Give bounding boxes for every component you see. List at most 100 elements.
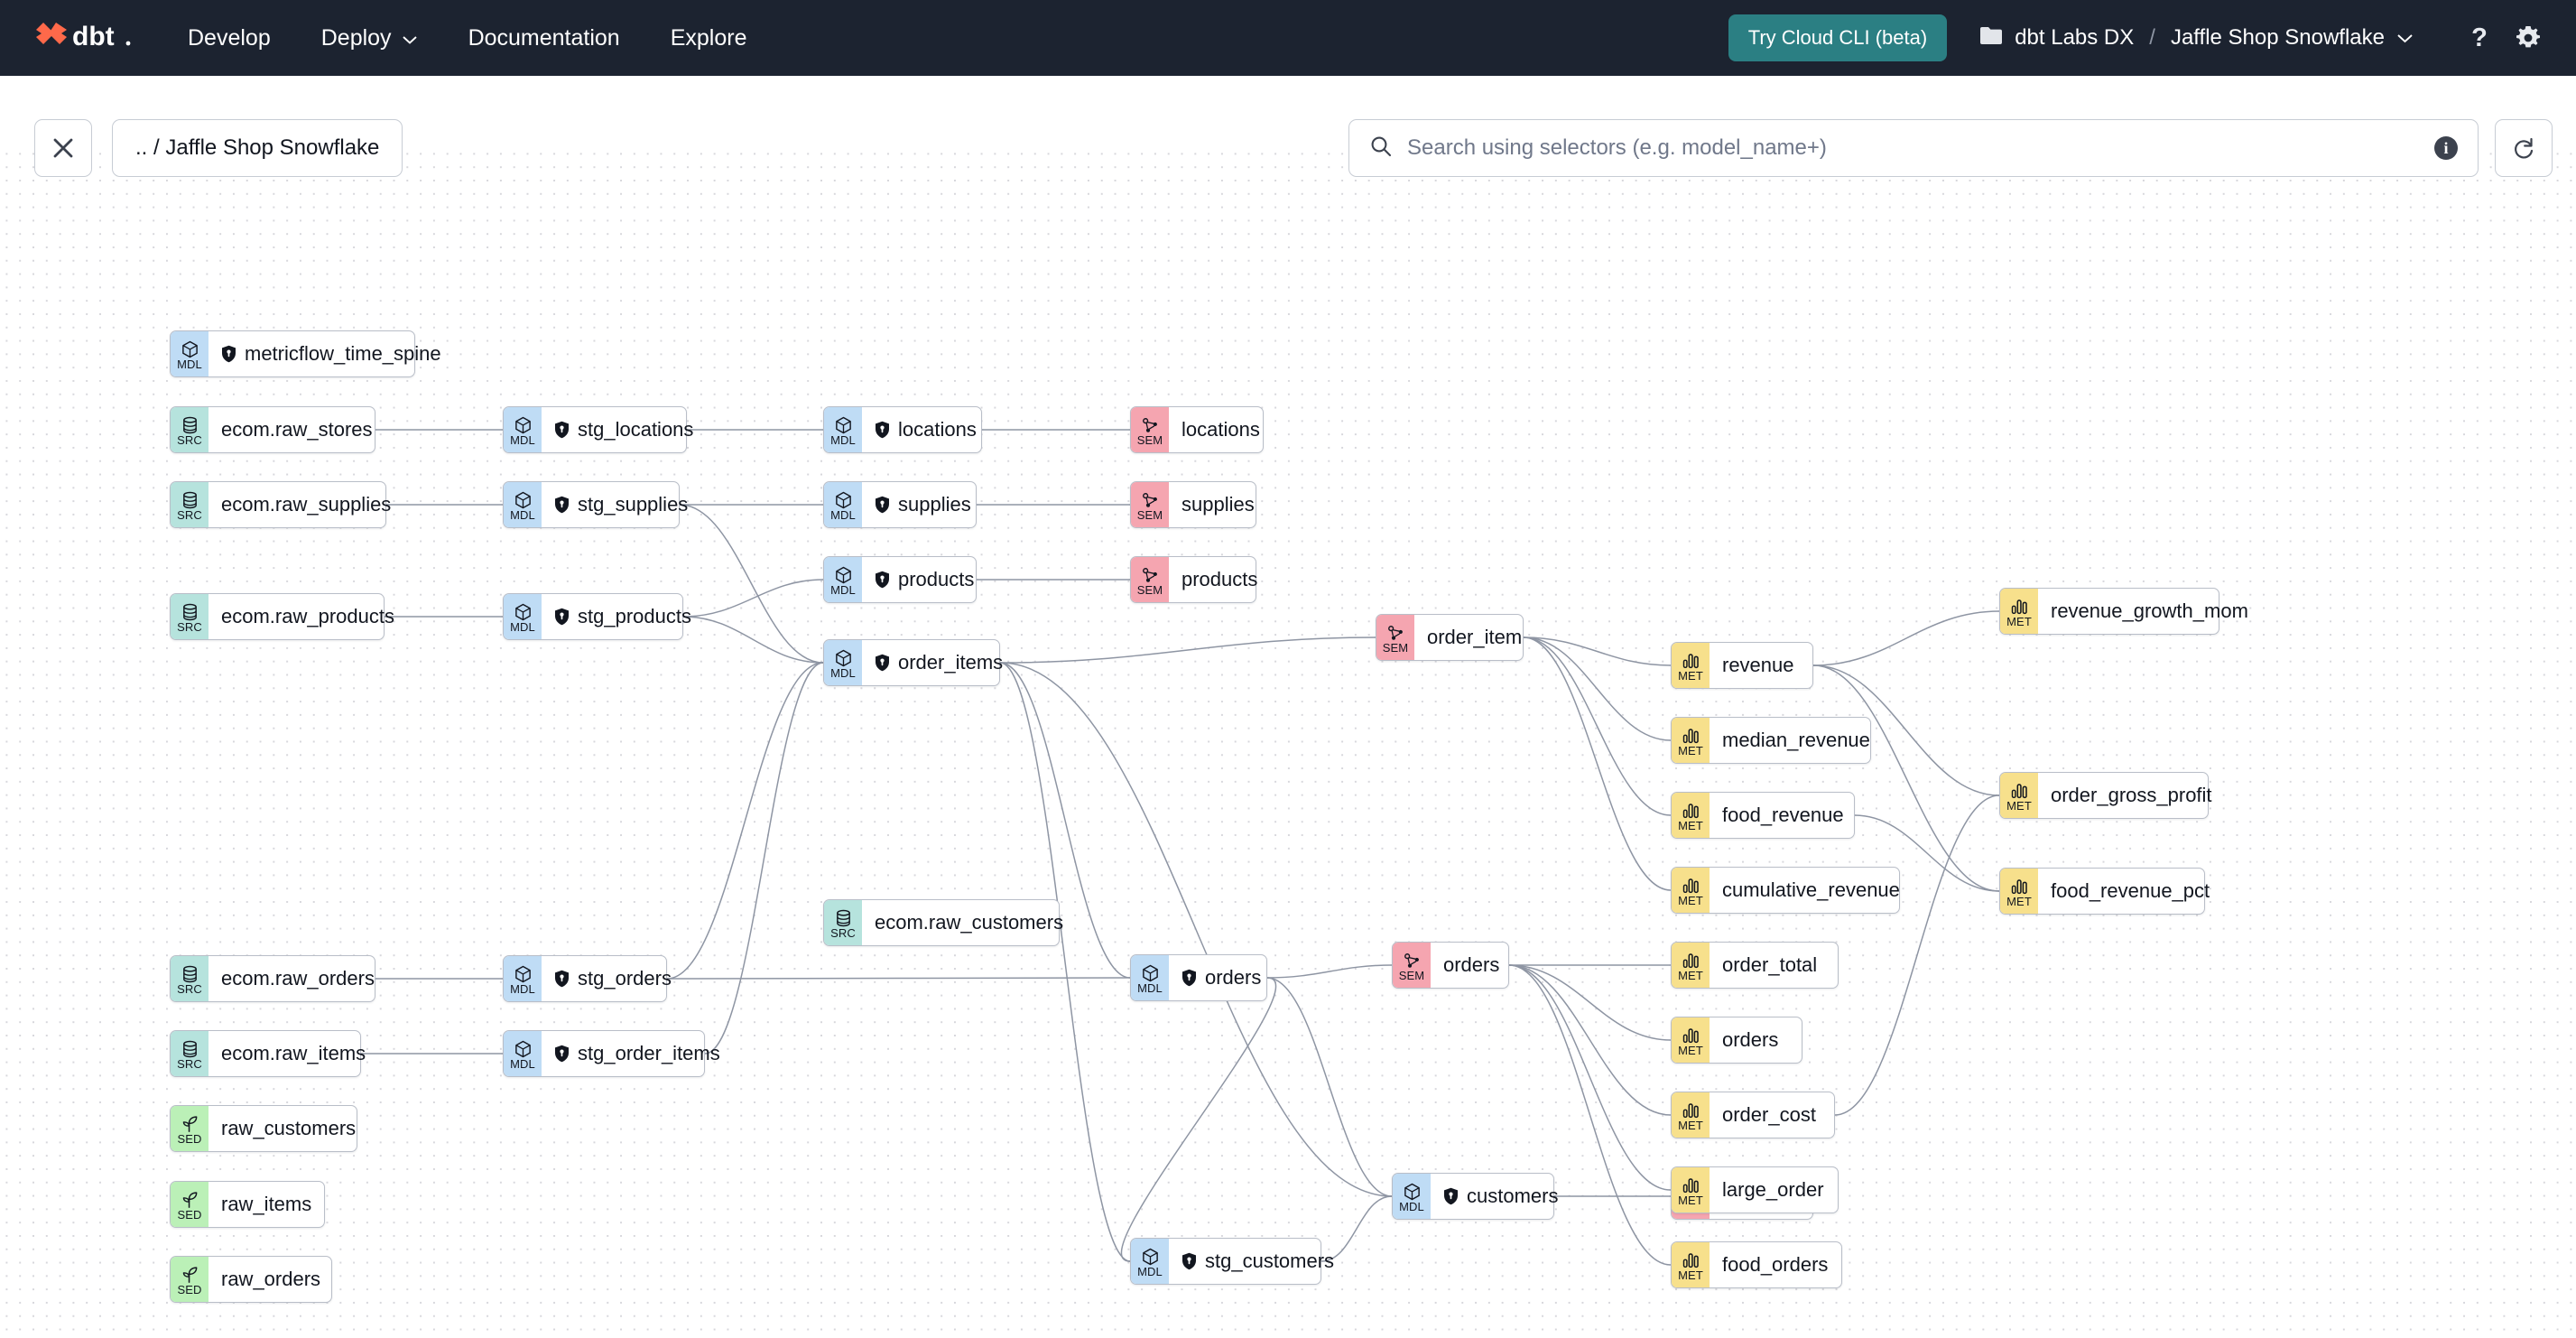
node-label: revenue_growth_mom (2051, 599, 2248, 622)
node-body: stg_locations (542, 407, 708, 452)
project-breadcrumb[interactable]: dbt Labs DX / Jaffle Shop Snowflake (1979, 25, 2414, 51)
node-label: order_total (1722, 953, 1818, 976)
node-body: order_items (862, 640, 1017, 685)
node-type-label: SED (177, 1282, 202, 1296)
refresh-button[interactable] (2495, 119, 2553, 177)
node-type-label: MET (1678, 1268, 1703, 1282)
node-body: revenue_growth_mom (2038, 589, 2263, 634)
edge-order_items-to-sem_order_item (999, 636, 1376, 664)
node-body: supplies (862, 482, 986, 527)
close-button[interactable] (34, 119, 92, 177)
try-cloud-cli-button[interactable]: Try Cloud CLI (beta) (1728, 14, 1948, 61)
shield-icon (875, 421, 890, 439)
nav-link-deploy[interactable]: Deploy (321, 25, 418, 51)
search-bar[interactable]: i (1348, 119, 2479, 177)
graph-node-met_revenue_growth_mom[interactable]: MET revenue_growth_mom (1999, 588, 2248, 635)
node-type-badge-mdl: MDL (504, 594, 542, 639)
cube-icon (1403, 1183, 1422, 1201)
node-body: ecom.raw_stores (208, 407, 387, 452)
nav-link-deploy-label: Deploy (320, 24, 392, 51)
node-label: revenue (1722, 654, 1794, 676)
chevron-down-icon (402, 25, 418, 51)
node-type-label: MET (2006, 614, 2032, 628)
node-type-badge-sed: SED (171, 1257, 208, 1302)
cube-icon (514, 603, 533, 621)
edge-orders-to-customers (1266, 977, 1393, 1197)
node-label: ecom.raw_items (221, 1042, 366, 1064)
graph-node-icon (1141, 416, 1160, 434)
node-type-badge-met: MET (1672, 943, 1710, 988)
nav-link-explore[interactable]: Explore (671, 25, 747, 51)
info-icon[interactable]: i (2434, 136, 2458, 160)
node-type-badge-met: MET (2000, 869, 2038, 914)
node-body: locations (862, 407, 991, 452)
edge-met_revenue-to-met_order_gross_profit (1812, 664, 2000, 796)
edge-stg_orders-to-orders (666, 977, 1131, 980)
node-label: median_revenue (1722, 729, 1870, 751)
help-icon[interactable]: ? (2468, 23, 2491, 52)
shield-icon (1443, 1187, 1459, 1205)
edge-order_items-to-orders (999, 662, 1131, 979)
node-type-label: MDL (510, 1056, 535, 1071)
node-body: orders (1710, 1017, 1802, 1063)
node-body: food_revenue (1710, 793, 1858, 838)
account-name: dbt Labs DX (2015, 25, 2135, 50)
nav-link-develop[interactable]: Develop (188, 25, 271, 51)
edge-sem_orders-to-met_order_cost (1508, 964, 1672, 1116)
database-icon (181, 603, 199, 621)
shield-icon (875, 496, 890, 514)
dbt-logo-icon[interactable]: dbt (34, 17, 135, 59)
lineage-breadcrumb[interactable]: .. / Jaffle Shop Snowflake (112, 119, 403, 177)
gear-icon[interactable] (2515, 24, 2542, 51)
svg-text:dbt: dbt (72, 22, 115, 51)
graph-node-met_order_total[interactable]: MET order_total (1671, 942, 1839, 989)
node-type-badge-mdl: MDL (1131, 1239, 1169, 1284)
nav-link-develop-label: Develop (188, 24, 271, 51)
edge-met_order_cost-to-met_order_gross_profit (1834, 794, 2000, 1116)
node-type-label: SRC (177, 981, 202, 996)
edge-orders-to-sem_orders (1266, 964, 1393, 979)
node-body: food_revenue_pct (2038, 869, 2224, 914)
nav-link-documentation[interactable]: Documentation (468, 25, 620, 51)
search-input[interactable] (1407, 135, 2434, 161)
edge-sem_orders-to-met_large_order (1508, 964, 1672, 1191)
